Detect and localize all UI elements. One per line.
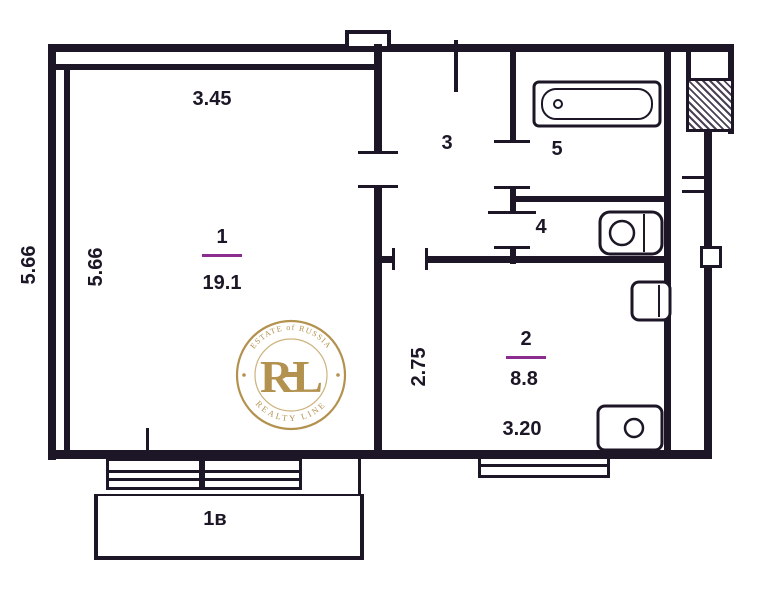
wall-bottom <box>48 450 712 459</box>
wall-mid-upper <box>374 44 382 154</box>
room2-area: 8.8 <box>510 367 538 390</box>
balcony-right-rail <box>360 494 364 560</box>
shaft-line-2 <box>682 190 710 193</box>
wall-top-inner-room1 <box>48 64 382 70</box>
room2-number: 2 <box>520 327 532 350</box>
balcony-connector <box>358 459 361 495</box>
watermark-arc-top-text: ESTATE of RUSSIA <box>248 323 333 351</box>
shaft-line-1 <box>682 176 710 179</box>
wall-hall-top-stub <box>454 40 458 92</box>
shaft-box <box>700 246 722 268</box>
vent-shaft-hatch <box>686 78 734 132</box>
door-kitchen-jamb-right <box>425 248 428 270</box>
wall-top <box>48 44 734 52</box>
door-room5-jamb-top <box>494 140 530 143</box>
balcony-top-line <box>94 494 364 496</box>
watermark-outer-ring <box>235 319 347 431</box>
wall-left-outer <box>48 44 56 460</box>
balcony-door-jamb <box>146 428 149 452</box>
dimension-kitchen-width: 3.20 <box>502 417 542 440</box>
door-kitchen-jamb-left <box>392 248 395 270</box>
dimension-kitchen-height: 2.75 <box>407 347 430 387</box>
wall-bath-toilet <box>512 196 668 202</box>
wall-bath-right <box>664 44 671 459</box>
watermark-badge: ESTATE of RUSSIA REALTY LINE RL <box>235 319 347 431</box>
bathtub-icon <box>532 80 662 128</box>
wall-right-outer <box>704 126 712 459</box>
wall-hall-kitchen-a <box>376 256 394 263</box>
wall-hall-kitchen-b <box>428 256 668 263</box>
watermark-monogram: RL <box>260 351 322 402</box>
watermark-side-dot-right <box>336 373 340 377</box>
watermark-side-dot-left <box>242 373 246 377</box>
toilet-icon <box>598 210 664 256</box>
window-room1-right <box>202 458 302 490</box>
dimension-room1-width: 3.45 <box>192 87 232 110</box>
dimension-outer-left-height: 5.66 <box>17 245 40 285</box>
room1-number-underline <box>202 254 242 257</box>
door-room1-jamb-top <box>358 151 398 154</box>
balcony-label: 1в <box>203 507 227 530</box>
room2-number-underline <box>506 356 546 359</box>
window-room1-right-mullion2 <box>202 478 302 481</box>
room1-number: 1 <box>216 225 228 248</box>
sink-icon <box>596 404 664 452</box>
door-room4-jamb-bottom <box>494 246 530 249</box>
window-room1-left-mullion <box>106 470 202 473</box>
dimension-room1-height: 5.66 <box>84 247 107 287</box>
wall-top-notch <box>345 30 391 46</box>
door-room5-jamb-bottom <box>494 186 530 189</box>
balcony-bottom-rail <box>94 556 364 560</box>
door-room1-jamb-bottom <box>358 185 398 188</box>
wall-right-top-stub <box>686 44 691 80</box>
door-room4-jamb-top <box>488 211 536 214</box>
watermark-arc-bottom-text: REALTY LINE <box>254 399 328 424</box>
room4-number: 4 <box>535 215 547 238</box>
room5-number: 5 <box>551 137 563 160</box>
watermark-inner-ring <box>254 338 328 412</box>
window-kitchen <box>478 456 610 478</box>
window-kitchen-mullion <box>478 464 610 467</box>
window-room1-right-mullion <box>202 470 302 473</box>
wall-left-inner <box>64 64 70 458</box>
window-room1-left <box>106 458 202 490</box>
room3-number: 3 <box>441 131 453 154</box>
room1-area: 19.1 <box>202 271 242 294</box>
balcony-left-rail <box>94 494 98 560</box>
wall-mid-lower <box>374 188 382 452</box>
window-room1-left-mullion2 <box>106 478 202 481</box>
watermark-monogram-bar <box>282 372 302 377</box>
wall-hall-bath-a <box>510 44 516 142</box>
